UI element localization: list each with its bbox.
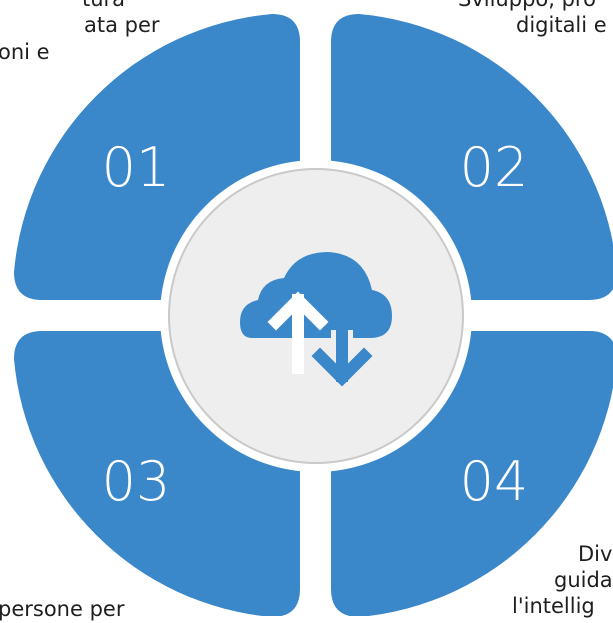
segment-number-04: 04 — [460, 450, 529, 513]
segment-number-03: 03 — [102, 450, 171, 513]
segment-number-02: 02 — [460, 136, 529, 199]
top-right-text-line-2: digitali e — [516, 13, 607, 37]
segment-number-01: 01 — [102, 136, 171, 199]
cloud-upload-download-icon — [240, 252, 392, 387]
download-arrow — [311, 324, 373, 387]
bottom-right-text-line-1: Div — [578, 542, 613, 566]
top-left-text-line-2: ata per — [84, 13, 160, 37]
top-left-text-line-3: oni e — [0, 40, 50, 64]
top-left-text-line-1: tura — [82, 0, 125, 13]
upload-arrow — [267, 291, 329, 374]
bottom-right-text-line-2: guida — [554, 568, 613, 592]
top-right-text-line-1: Sviluppo, pro — [458, 0, 596, 13]
bottom-right-text-line-3: l'intellig — [512, 594, 595, 618]
